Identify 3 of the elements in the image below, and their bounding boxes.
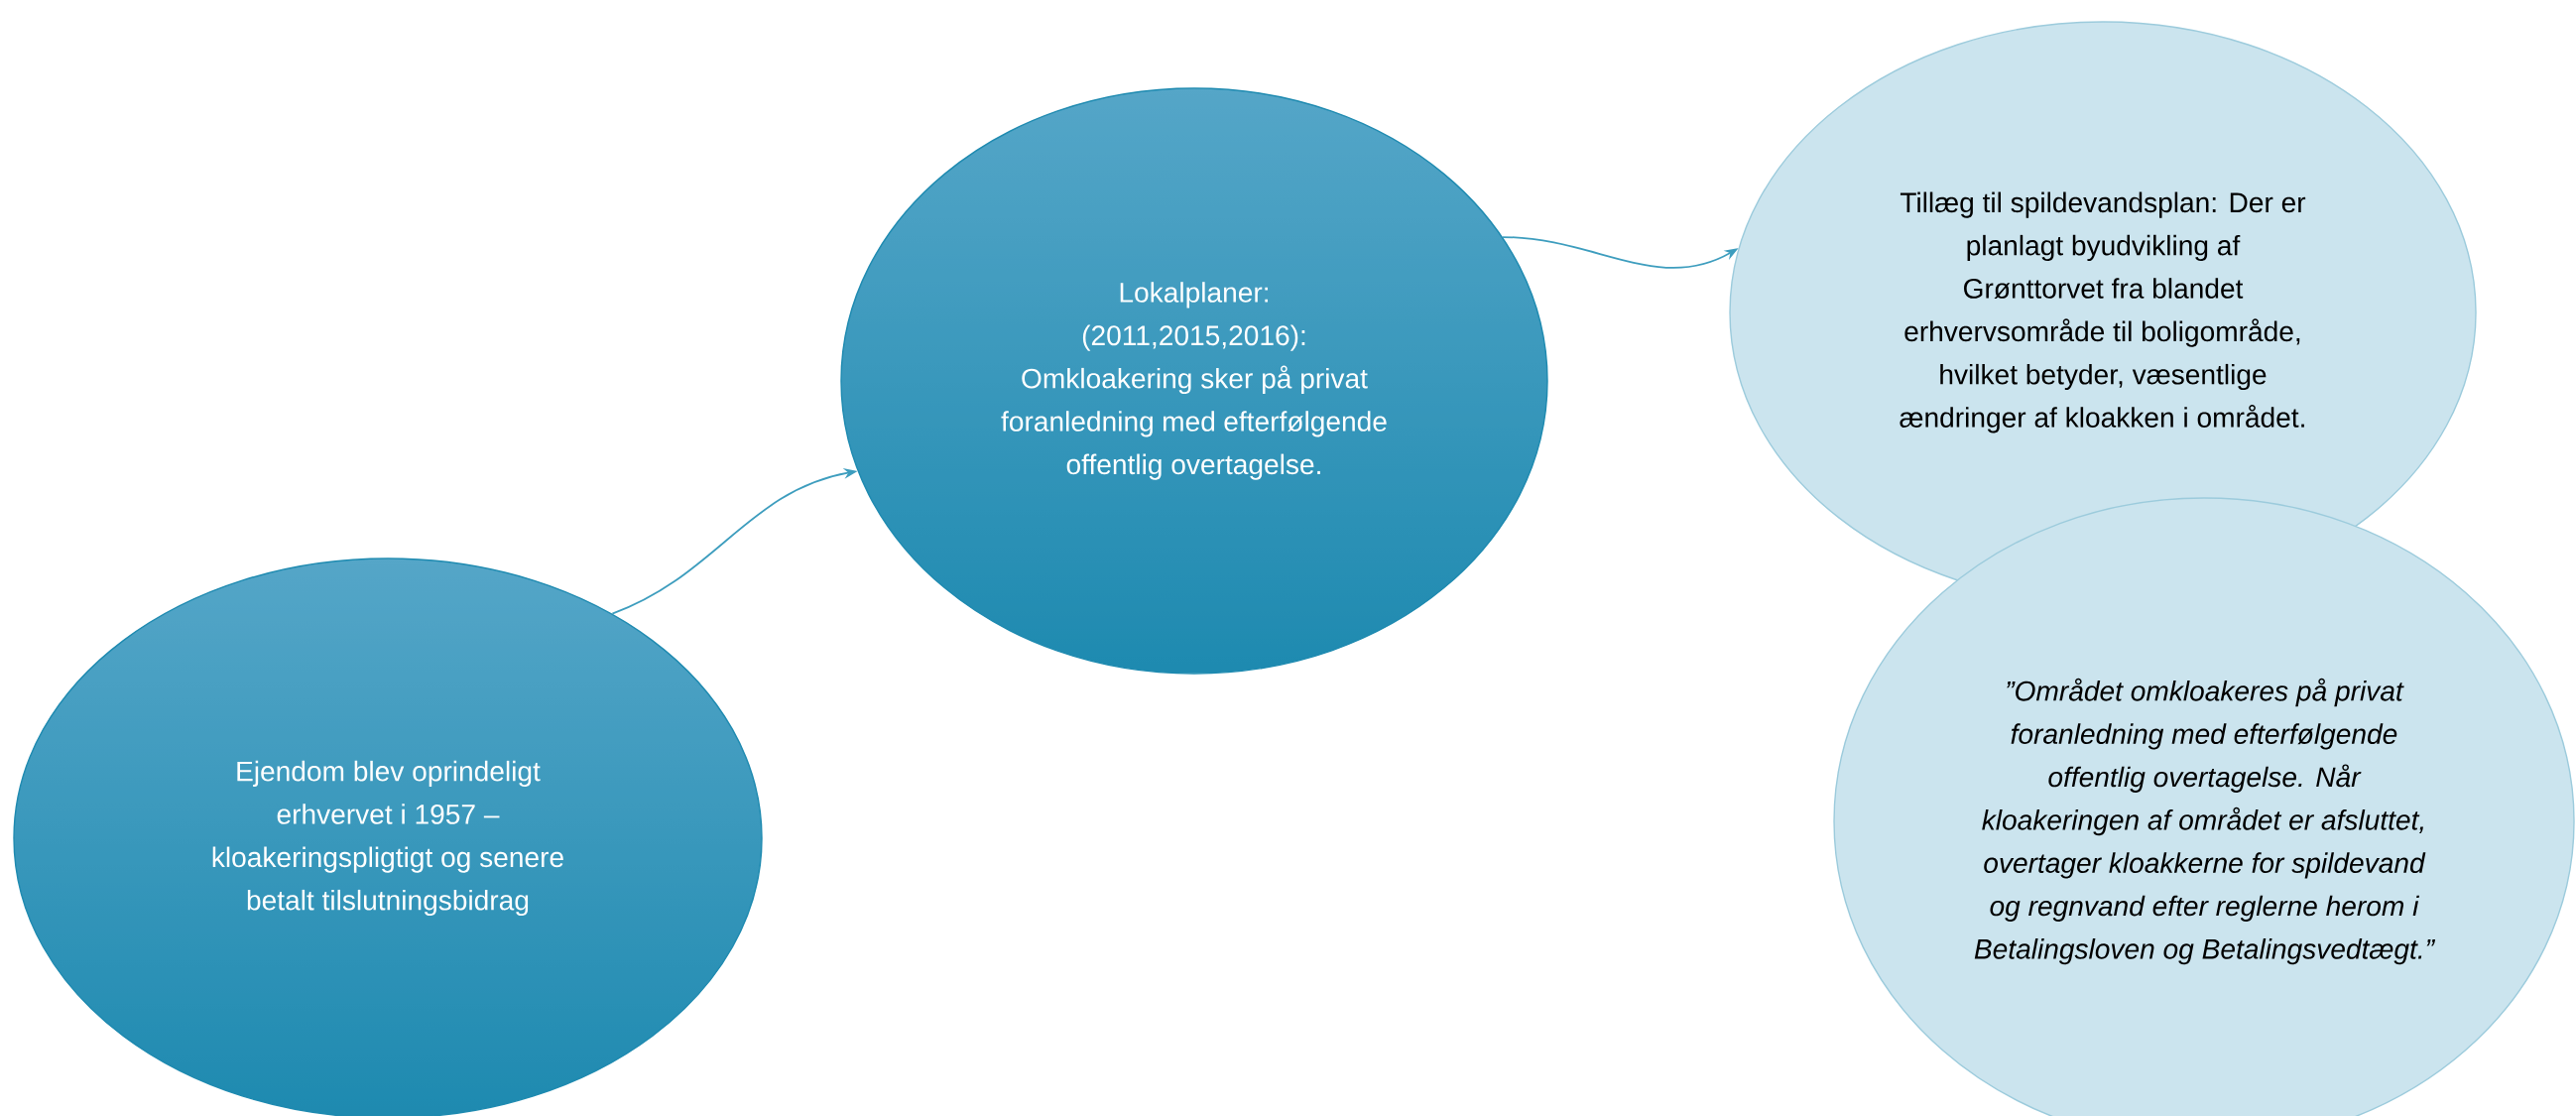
node-label: ”Området omkloakeres på privat foranledning med efterfølgende offentlig overtagelse. Når kloakeringen af området er afsluttet, overtager kloakkerne for spildevand og regnvand efter reglerne herom i Betalingsloven og Betalingsvedtægt.” — [1974, 678, 2436, 965]
ellipse-node: Lokalplaner: (2011,2015,2016): Omkloakering sker på privat foranledning med efterfølgende offentlig overtagelse. — [840, 87, 1548, 675]
ellipse-node: ”Området omkloakeres på privat foranledning med efterfølgende offentlig overtagelse. Når kloakeringen af området er afsluttet, overtager kloakkerne for spildevand og regnvand efter reglerne herom i Betalingsloven og Betalingsvedtægt.” — [1833, 497, 2575, 1116]
